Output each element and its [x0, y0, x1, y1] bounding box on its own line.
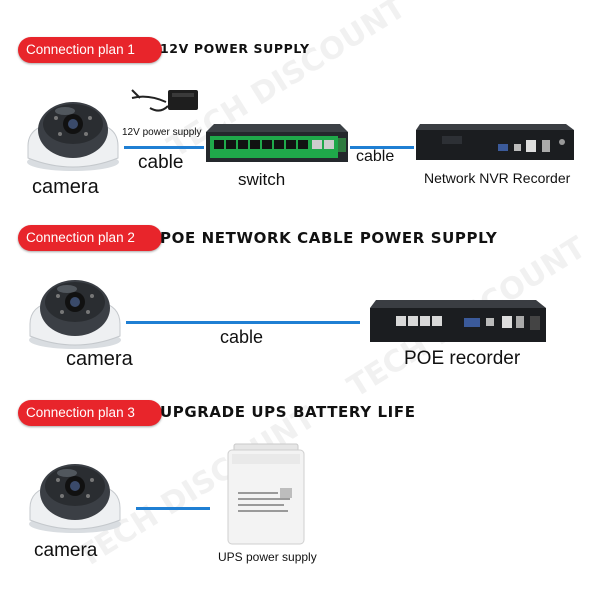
network-switch-icon	[206, 124, 348, 162]
plan-3-title: UPGRADE UPS BATTERY LIFE	[160, 403, 416, 421]
dome-camera-icon	[29, 280, 121, 349]
plan-2-badge: Connection plan 2	[18, 225, 162, 251]
plan-3-ups-label: UPS power supply	[218, 550, 317, 564]
plan-1-adapter-label: 12V power supply	[122, 127, 202, 138]
plan-1-cable-line-right	[350, 146, 414, 149]
plan-1-camera-label: camera	[32, 176, 99, 198]
plan-1-title: 12V POWER SUPPLY	[160, 41, 310, 56]
plan-1-recorder-label: Network NVR Recorder	[424, 170, 571, 186]
plan-1-badge: Connection plan 1	[18, 37, 162, 63]
ups-power-supply-icon	[227, 443, 305, 545]
plan-2-camera-label: camera	[66, 348, 133, 370]
plan-1-cable-left-label: cable	[138, 152, 184, 173]
plan-2-cable-line	[126, 321, 360, 324]
power-adapter-icon	[131, 89, 198, 112]
dome-camera-icon	[27, 102, 119, 171]
poe-recorder-icon	[370, 300, 546, 342]
plan-3-camera-label: camera	[34, 540, 98, 561]
plan-1-cable-right-label: cable	[356, 148, 395, 165]
plan-2-cable-label: cable	[220, 327, 264, 347]
plan-2-recorder-label: POE recorder	[404, 348, 521, 369]
plan-1-cable-line-left	[124, 146, 204, 149]
plan-3-badge: Connection plan 3	[18, 400, 162, 426]
dome-camera-icon	[29, 464, 121, 533]
plan-2-title: POE NETWORK CABLE POWER SUPPLY	[160, 229, 498, 247]
plan-1-badge-text: Connection plan 1	[26, 42, 135, 57]
nvr-recorder-icon	[416, 124, 574, 160]
plan-2-badge-text: Connection plan 2	[26, 230, 135, 245]
plan-1-switch-label: switch	[238, 170, 286, 189]
plan-3-cable-line	[136, 507, 210, 510]
plan-3-badge-text: Connection plan 3	[26, 405, 135, 420]
